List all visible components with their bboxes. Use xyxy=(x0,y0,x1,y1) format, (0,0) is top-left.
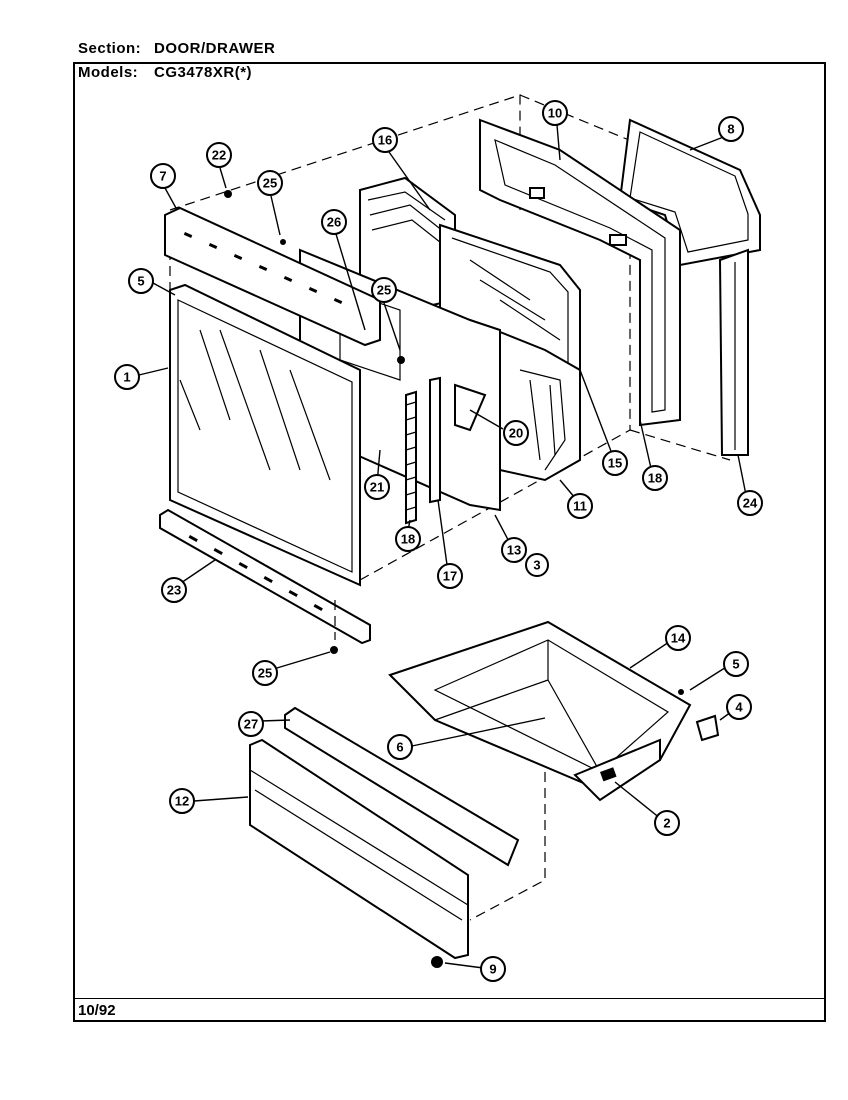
section-header: Section: DOOR/DRAWER xyxy=(78,40,275,57)
callout-18-right: 18 xyxy=(642,465,668,491)
callout-27-label: 27 xyxy=(244,717,258,732)
drawer-front-panel xyxy=(249,738,469,960)
callout-3-label: 3 xyxy=(533,558,540,573)
callout-16: 16 xyxy=(372,127,398,153)
callout-8: 8 xyxy=(718,116,744,142)
diagram-frame xyxy=(73,62,826,1022)
callout-5-upper: 5 xyxy=(128,268,154,294)
callout-9: 9 xyxy=(480,956,506,982)
callout-24: 24 xyxy=(737,490,763,516)
footer-rule xyxy=(75,998,824,999)
callout-25-top-label: 25 xyxy=(263,176,277,191)
callout-22-label: 22 xyxy=(212,148,226,163)
callout-25-bottom-label: 25 xyxy=(258,666,272,681)
top-vent-trim xyxy=(164,206,381,347)
door-hinge-arm xyxy=(429,376,441,504)
callout-1-label: 1 xyxy=(123,370,130,385)
callout-23: 23 xyxy=(161,577,187,603)
inner-door-liner xyxy=(479,118,681,427)
callout-21-label: 21 xyxy=(370,480,384,495)
callout-16-label: 16 xyxy=(378,133,392,148)
callout-14-label: 14 xyxy=(671,631,686,646)
callout-20-label: 20 xyxy=(509,426,523,441)
callout-26-label: 26 xyxy=(327,215,341,230)
callout-11-label: 11 xyxy=(573,499,587,514)
callout-25-middle: 25 xyxy=(371,277,397,303)
callout-13-label: 13 xyxy=(507,543,521,558)
callout-10-label: 10 xyxy=(548,106,562,121)
drawer-body xyxy=(388,620,692,802)
callout-2: 2 xyxy=(654,810,680,836)
outer-door-panel xyxy=(169,283,361,587)
callout-13: 13 xyxy=(501,537,527,563)
section-value: DOOR/DRAWER xyxy=(154,40,276,57)
bottom-door-trim xyxy=(159,508,371,645)
callout-15: 15 xyxy=(602,450,628,476)
side-trim xyxy=(718,248,749,456)
callout-17: 17 xyxy=(437,563,463,589)
callout-10: 10 xyxy=(542,100,568,126)
callout-2-label: 2 xyxy=(663,816,670,831)
hinge-bracket xyxy=(454,383,487,432)
callout-14: 14 xyxy=(665,625,691,651)
drawer-stop-clip xyxy=(695,714,720,742)
callout-18-left-label: 18 xyxy=(401,532,415,547)
callout-25-top: 25 xyxy=(257,170,283,196)
callout-27: 27 xyxy=(238,711,264,737)
callout-3: 3 xyxy=(525,553,549,577)
callout-18-right-label: 18 xyxy=(648,471,662,486)
callout-25-middle-label: 25 xyxy=(377,283,391,298)
screws xyxy=(224,190,684,968)
callout-1: 1 xyxy=(114,364,140,390)
callout-5-lower-label: 5 xyxy=(732,657,739,672)
section-label: Section: xyxy=(78,40,142,57)
callout-4-label: 4 xyxy=(735,700,743,715)
callout-22: 22 xyxy=(206,142,232,168)
callout-5-upper-label: 5 xyxy=(137,274,144,289)
callout-8-label: 8 xyxy=(727,122,734,137)
callout-15-label: 15 xyxy=(608,456,622,471)
drawer-assembly-envelope xyxy=(334,600,546,921)
models-header: Models: CG3478XR(*) xyxy=(78,64,252,81)
callout-4: 4 xyxy=(726,694,752,720)
callout-26: 26 xyxy=(321,209,347,235)
drawer-top-trim xyxy=(284,706,520,867)
callout-21: 21 xyxy=(364,474,390,500)
callout-25-bottom: 25 xyxy=(252,660,278,686)
callout-20: 20 xyxy=(503,420,529,446)
drawer-roller xyxy=(600,767,617,782)
callout-12-label: 12 xyxy=(175,794,189,809)
models-label: Models: xyxy=(78,64,139,81)
callout-5-lower: 5 xyxy=(723,651,749,677)
callout-23-label: 23 xyxy=(167,583,181,598)
callout-6: 6 xyxy=(387,734,413,760)
callout-7-label: 7 xyxy=(159,169,166,184)
footer-date: 10/92 xyxy=(78,1002,116,1019)
callout-9-label: 9 xyxy=(489,962,496,977)
callout-11: 11 xyxy=(567,493,593,519)
callout-18-left: 18 xyxy=(395,526,421,552)
callout-6-label: 6 xyxy=(396,740,403,755)
callout-17-label: 17 xyxy=(443,569,457,584)
door-hinge-spring xyxy=(405,390,417,525)
models-value: CG3478XR(*) xyxy=(154,64,253,81)
callout-7: 7 xyxy=(150,163,176,189)
callout-12: 12 xyxy=(169,788,195,814)
callout-24-label: 24 xyxy=(743,496,758,511)
